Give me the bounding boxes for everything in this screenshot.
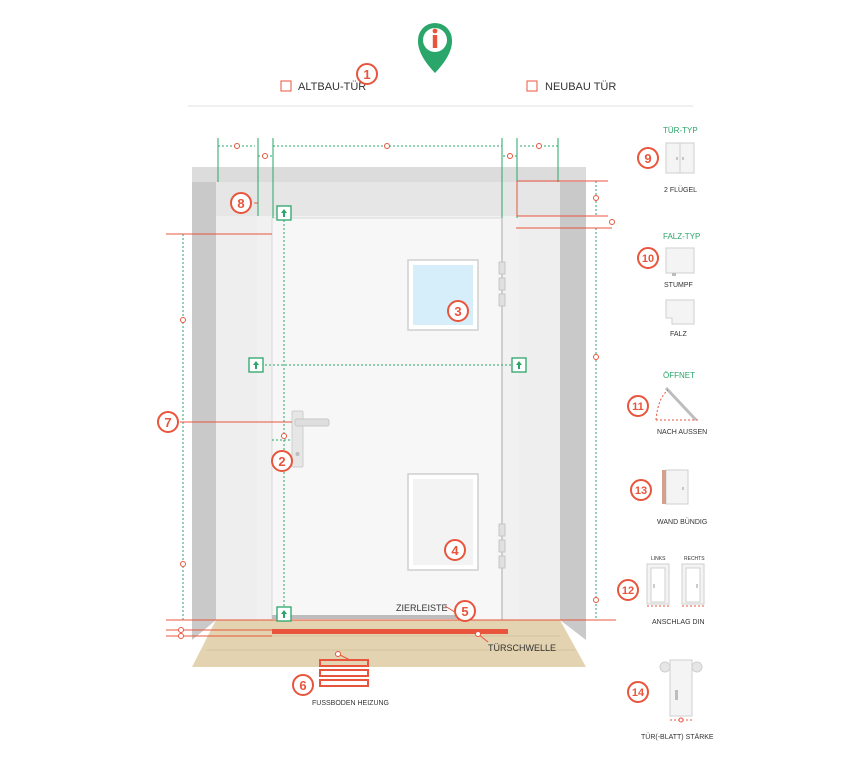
callout-5[interactable]: 5: [454, 600, 476, 622]
callout-7[interactable]: 7: [157, 411, 179, 433]
svg-text:7: 7: [164, 415, 171, 430]
callout-1[interactable]: 1: [356, 63, 378, 85]
links-label: LINKS: [651, 556, 666, 562]
svg-text:3: 3: [454, 304, 461, 319]
double-door-icon[interactable]: [665, 142, 695, 174]
svg-text:9: 9: [644, 151, 651, 166]
staerke-label: TÜR(-BLATT) STÄRKE: [641, 733, 714, 741]
neubau-label: NEUBAU TÜR: [545, 81, 616, 93]
anschlag-links-icon[interactable]: [646, 563, 670, 607]
tuerschwelle-label: TÜRSCHWELLE: [488, 643, 556, 653]
wand-buendig-label: WAND BÜNDIG: [657, 518, 707, 526]
rechts-label: RECHTS: [684, 556, 705, 562]
svg-text:2: 2: [278, 454, 285, 469]
svg-text:14: 14: [632, 687, 645, 699]
fussboden-label: FUSSBODEN HEIZUNG: [312, 700, 389, 707]
callout-6[interactable]: 6: [292, 674, 314, 696]
svg-text:11: 11: [632, 401, 644, 413]
svg-text:8: 8: [237, 196, 244, 211]
stumpf-label: STUMPF: [664, 282, 693, 289]
callout-11[interactable]: 11: [627, 395, 649, 417]
anschlag-rechts-icon[interactable]: [681, 563, 705, 607]
tuer-typ-title: TÜR-TYP: [663, 126, 698, 135]
svg-text:12: 12: [622, 585, 634, 597]
svg-text:5: 5: [461, 604, 468, 619]
neubau-checkbox[interactable]: [526, 80, 538, 92]
floor-heating-icon: [319, 659, 369, 687]
anschlag-label: ANSCHLAG DIN: [652, 619, 705, 626]
door-window: [407, 259, 479, 331]
info-pin-icon: [418, 23, 452, 73]
callout-2[interactable]: 2: [271, 450, 293, 472]
callout-10[interactable]: 10: [637, 247, 659, 269]
tuerschwelle-strip: [272, 629, 508, 634]
dimension-markers: [178, 143, 615, 657]
dimension-lines: [182, 145, 597, 620]
svg-text:6: 6: [299, 678, 306, 693]
callout-3[interactable]: 3: [447, 300, 469, 322]
svg-text:4: 4: [451, 543, 459, 558]
zierleiste-strip: [272, 615, 470, 619]
callout-9[interactable]: 9: [637, 147, 659, 169]
falz-icon[interactable]: [665, 299, 695, 325]
callout-14[interactable]: 14: [627, 681, 649, 703]
callout-8[interactable]: 8: [230, 192, 252, 214]
falz-typ-title: FALZ-TYP: [663, 232, 700, 241]
opening-direction-icon[interactable]: [655, 386, 700, 422]
callout-13[interactable]: 13: [630, 479, 652, 501]
svg-text:10: 10: [642, 253, 654, 265]
wand-buendig-icon[interactable]: [662, 469, 689, 505]
tuer-typ-label: 2 FLÜGEL: [664, 186, 697, 194]
svg-text:13: 13: [635, 485, 647, 497]
tuerblatt-staerke-icon[interactable]: [659, 659, 703, 723]
callout-4[interactable]: 4: [444, 539, 466, 561]
stumpf-icon[interactable]: [665, 247, 695, 276]
falz-label: FALZ: [670, 331, 687, 338]
nach-aussen-label: NACH AUSSEN: [657, 429, 707, 436]
hinges: [498, 261, 506, 569]
altbau-label: ALTBAU-TÜR: [298, 81, 366, 93]
altbau-checkbox[interactable]: [280, 80, 292, 92]
door-handle-icon: [291, 410, 330, 468]
callout-12[interactable]: 12: [617, 579, 639, 601]
oeffnet-title: ÖFFNET: [663, 371, 695, 380]
measure-marker-icon: [248, 205, 527, 622]
svg-text:1: 1: [363, 67, 370, 82]
zierleiste-label: ZIERLEISTE: [396, 603, 448, 613]
door-panel: [407, 473, 479, 571]
